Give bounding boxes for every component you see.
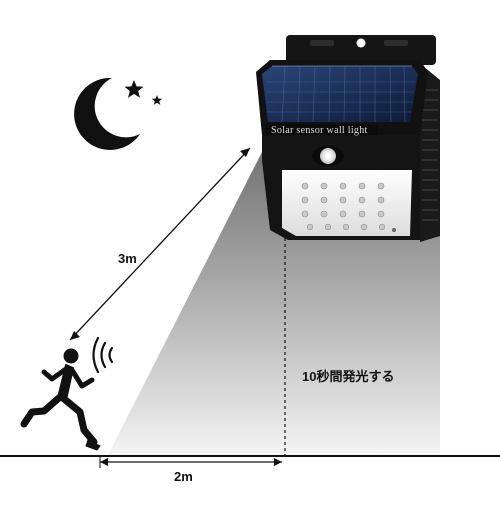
led-panel <box>282 170 412 236</box>
solar-light-device <box>256 60 428 240</box>
moon-icon <box>74 77 140 150</box>
ground-distance-label: 2m <box>174 469 193 484</box>
wall-mount-plate <box>286 35 436 65</box>
star-icon <box>124 80 163 105</box>
running-person-icon <box>20 348 101 451</box>
solar-panel <box>262 65 418 123</box>
diagonal-distance-arrow <box>69 147 251 341</box>
light-duration-label: 10秒間発光する <box>302 369 395 384</box>
motion-waves-icon <box>92 336 114 374</box>
product-label-strip <box>266 124 378 138</box>
motion-sensor-lens <box>312 146 344 166</box>
diagonal-distance-label: 3m <box>118 251 137 266</box>
product-label-text: Solar sensor wall light <box>271 125 368 136</box>
ground-distance-arrow <box>99 456 282 468</box>
